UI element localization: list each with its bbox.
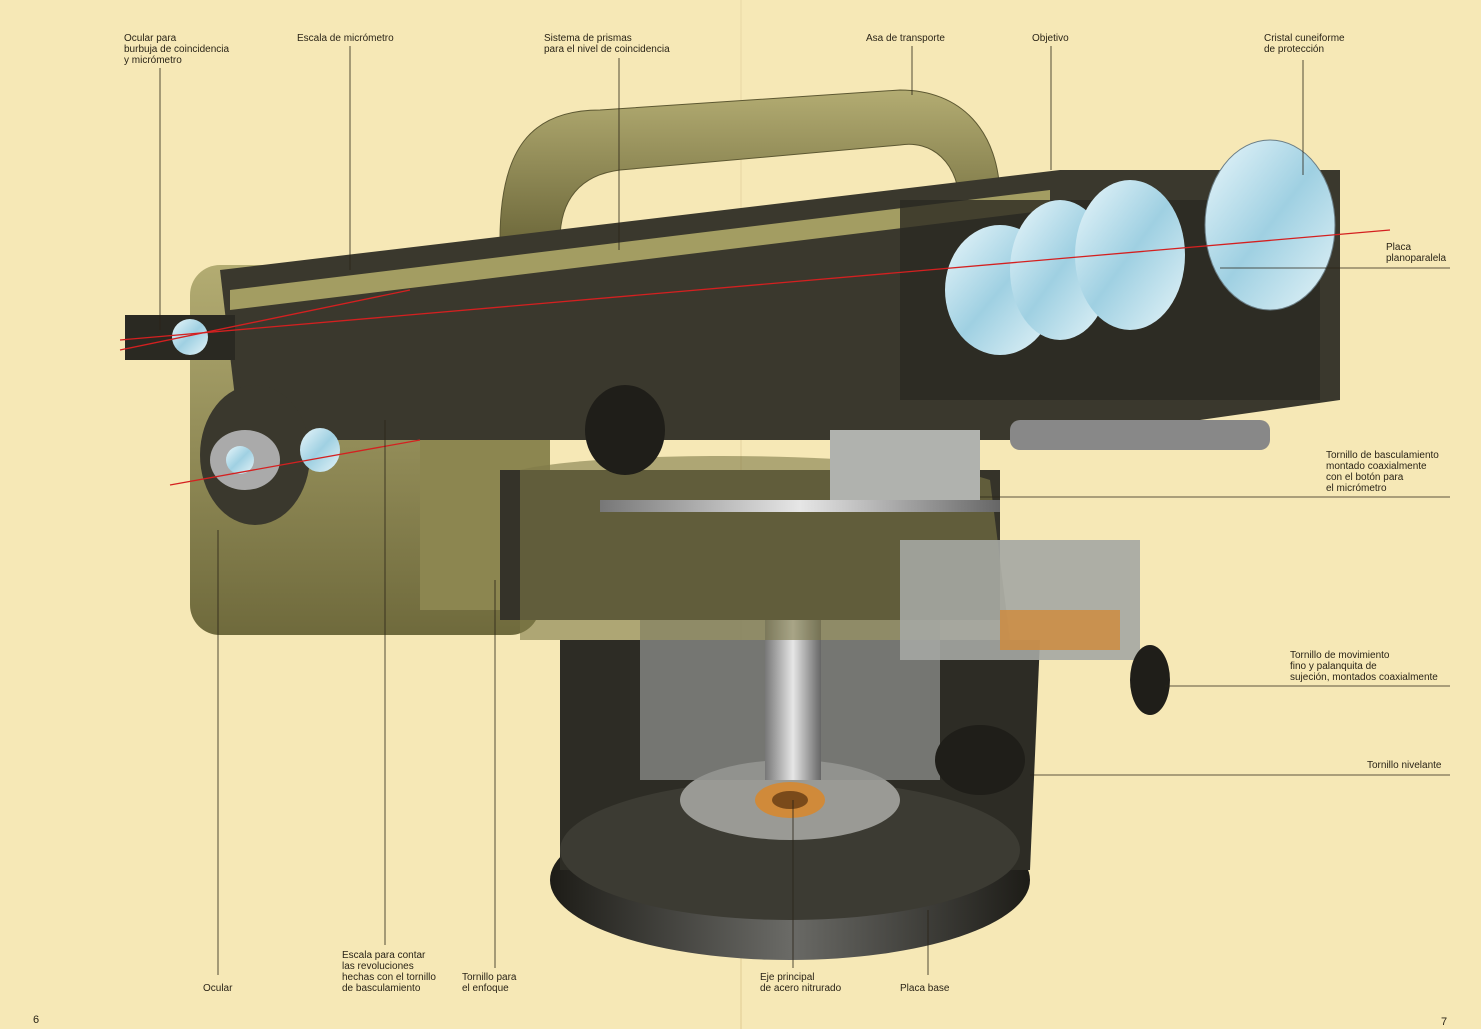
objective-lenses bbox=[945, 139, 1336, 355]
label-escala-revoluciones: Escala para contar las revoluciones hech… bbox=[342, 950, 436, 994]
label-tornillo-nivelante: Tornillo nivelante bbox=[1367, 760, 1442, 771]
label-objetivo: Objetivo bbox=[1032, 33, 1069, 44]
knobs bbox=[585, 385, 1270, 795]
leader-lines bbox=[159, 46, 1450, 975]
label-eje-principal: Eje principal de acero nitrurado bbox=[760, 972, 842, 994]
label-cristal-cuneiforme: Cristal cuneiforme de protección bbox=[1264, 33, 1345, 55]
label-sistema-prismas: Sistema de prismas para el nivel de coin… bbox=[544, 33, 670, 55]
label-escala-micrometro: Escala de micrómetro bbox=[297, 33, 394, 44]
page-number-right: 7 bbox=[1441, 1016, 1448, 1028]
label-placa-base: Placa base bbox=[900, 983, 950, 994]
label-placa-planoparalela: Placa planoparalela bbox=[1386, 242, 1447, 264]
eyepiece bbox=[125, 315, 340, 525]
label-asa-transporte: Asa de transporte bbox=[866, 33, 945, 44]
label-ocular: Ocular bbox=[203, 983, 233, 994]
optical-ray bbox=[119, 229, 1391, 486]
page-number-left: 6 bbox=[33, 1014, 40, 1026]
label-tornillo-basculamiento: Tornillo de basculamiento montado coaxia… bbox=[1326, 450, 1439, 494]
label-tornillo-movimiento: Tornillo de movimiento fino y palanquita… bbox=[1290, 650, 1438, 683]
label-ocular-burbuja: Ocular para burbuja de coincidencia y mi… bbox=[124, 33, 230, 66]
label-tornillo-enfoque: Tornillo para el enfoque bbox=[462, 972, 517, 994]
